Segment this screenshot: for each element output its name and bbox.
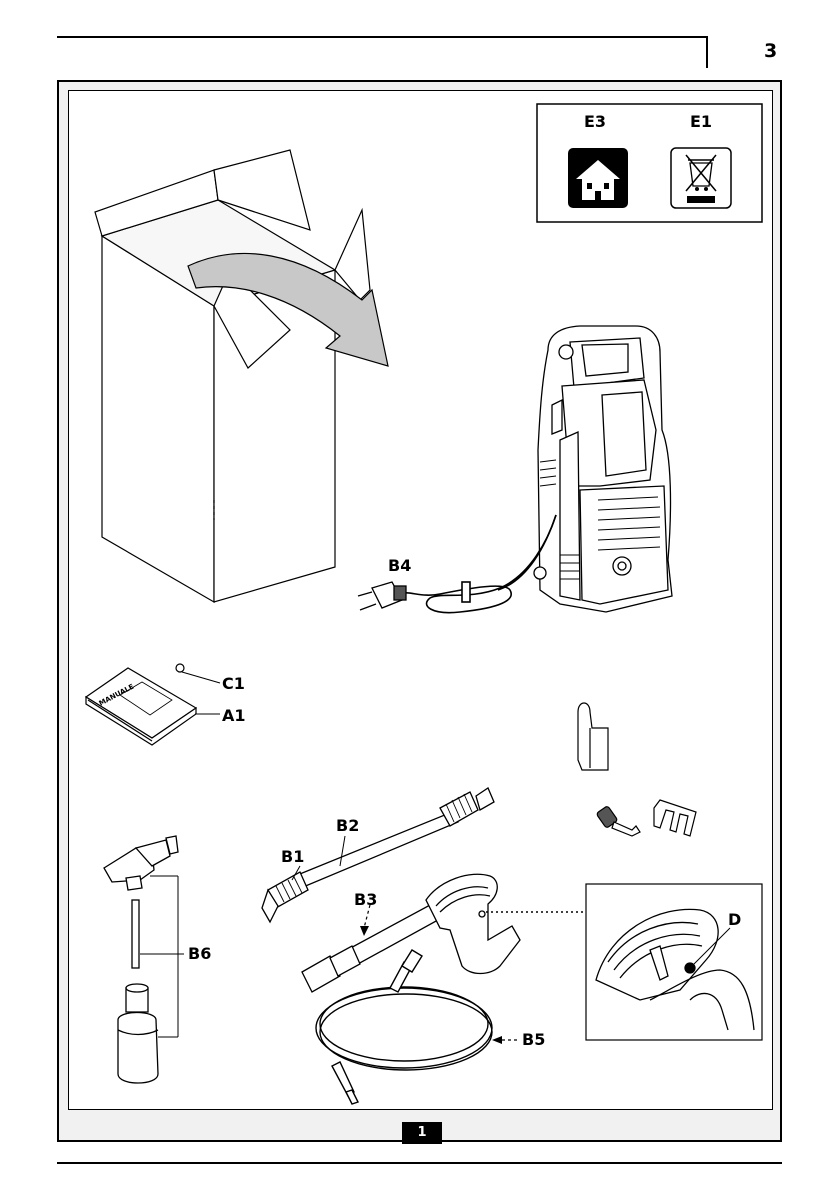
ring-part [176,664,184,672]
spray-gun [302,874,520,992]
label-d: D [728,910,741,929]
pressure-washer [534,326,672,612]
nozzle-adapter [596,806,640,836]
label-e1: E1 [690,112,712,131]
carton-box [95,150,370,602]
label-b1: B1 [281,847,304,866]
label-b5: B5 [522,1030,545,1049]
detail-box [586,884,762,1040]
label-a1: A1 [222,706,246,725]
label-b4: B4 [388,556,411,575]
figure-number-badge: 1 [402,1122,442,1144]
label-c1: C1 [222,674,245,693]
label-b3: B3 [354,890,377,909]
label-e3: E3 [584,112,606,131]
crossed-bin-icon [671,148,731,208]
power-plug [358,582,406,610]
label-b6: B6 [188,944,211,963]
label-b2: B2 [336,816,359,835]
power-cord [398,515,556,613]
symbol-box [537,104,762,222]
detergent-tank [104,836,178,1083]
footer-rule [57,1162,782,1164]
accessory-holder [578,703,608,770]
manual-booklet: MANUALE [86,668,196,745]
house-icon [568,148,628,208]
clip-part [654,800,696,836]
